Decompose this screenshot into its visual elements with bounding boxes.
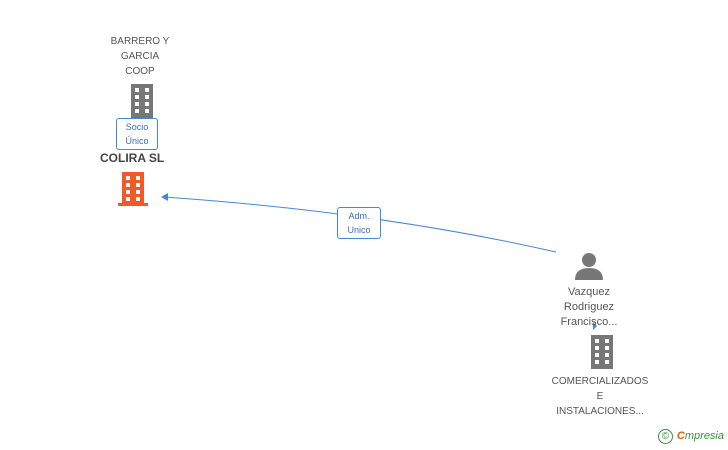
edge-label-adm-unico: Adm. Unico [337,207,381,239]
label-line: Único [125,136,149,146]
node-barrero-label[interactable]: BARRERO Y GARCIA COOP [100,34,180,79]
building-icon[interactable] [588,335,616,369]
label-line: INSTALACIONES... [556,406,644,417]
brand-logo: ©Cmpresia [657,429,724,444]
person-icon[interactable] [574,251,604,281]
brand-rest: mpresia [684,430,724,442]
label-line: GARCIA [120,51,160,62]
label-line: Rodriguez [563,301,615,313]
label-line: BARRERO Y [110,36,170,47]
node-colira-label[interactable]: COLIRA SL [100,151,165,165]
label-line: E [596,391,604,402]
label-line: COOP [125,66,155,77]
label-line: Adm. [348,211,370,221]
node-comercializados-label[interactable]: COMERCIALIZADOS E INSTALACIONES... [545,374,655,419]
arrowhead-colira [161,193,168,201]
label-line: COMERCIALIZADOS [551,376,649,387]
label-line: Socio [125,122,149,132]
building-icon[interactable] [128,84,156,118]
arrowhead-comercializados [593,322,597,330]
label-line: Vazquez [568,286,610,298]
edge-label-socio-unico: Socio Único [116,118,158,150]
label-line: Unico [347,225,371,235]
building-icon[interactable] [118,172,148,206]
brand-first-letter: C [676,430,685,442]
copyright-icon: © [657,429,673,444]
label-line: Francisco... [560,316,618,328]
node-vazquez-label[interactable]: Vazquez Rodriguez Francisco... [545,285,633,330]
